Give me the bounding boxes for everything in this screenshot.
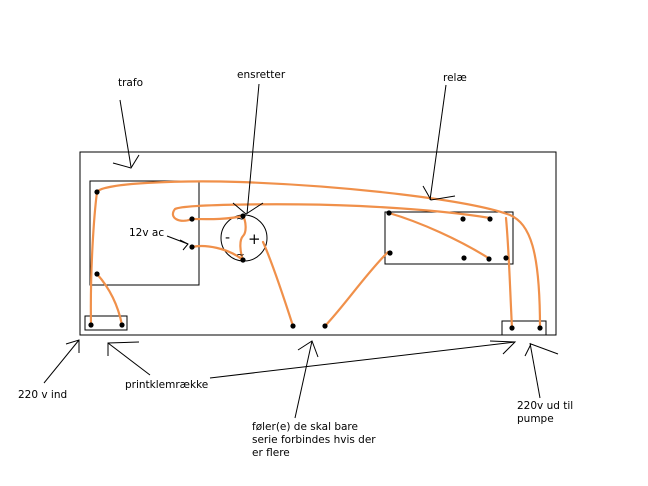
node-trafo-primary-bottom bbox=[94, 271, 100, 277]
pointers bbox=[43, 83, 559, 419]
rectifier-ac-mark-bottom: ~ bbox=[236, 249, 245, 261]
node-rectifier-top bbox=[240, 213, 246, 219]
node-trafo-primary-top bbox=[94, 189, 100, 195]
node-sensor-1 bbox=[290, 323, 296, 329]
wire-relay-internal bbox=[387, 211, 492, 261]
label-trafo: trafo bbox=[118, 77, 143, 89]
node-relay-3 bbox=[487, 216, 493, 222]
connection-points bbox=[88, 189, 543, 331]
rectifier-minus-mark: - bbox=[225, 230, 230, 246]
terminal-block-right bbox=[501, 320, 547, 336]
wire-rectifier-loop bbox=[239, 214, 247, 262]
relay-box bbox=[384, 211, 514, 265]
node-relay-4 bbox=[387, 250, 393, 256]
wire-trafo-inner-to-relay bbox=[171, 203, 492, 222]
wire-ac-bottom-to-rectifier bbox=[190, 244, 245, 262]
terminal-block-left bbox=[84, 315, 128, 331]
rectifier-plus-mark: + bbox=[248, 230, 261, 248]
trafo-box bbox=[89, 180, 200, 286]
label-sensor-line-2: serie forbindes hvis der bbox=[252, 434, 376, 446]
wire-trafo-lower-to-terminal bbox=[95, 272, 124, 327]
pointer-220v-ind bbox=[43, 339, 80, 384]
label-relae: relæ bbox=[443, 72, 467, 84]
node-terminal-out-2 bbox=[537, 325, 543, 331]
node-relay-6 bbox=[486, 256, 492, 262]
pointer-sensor bbox=[294, 340, 313, 419]
wire-trafo-left-to-terminal bbox=[89, 190, 99, 327]
pointer-relae bbox=[429, 84, 447, 201]
node-terminal-in-1 bbox=[88, 322, 94, 328]
node-sensor-2 bbox=[322, 323, 328, 329]
pointer-trafo bbox=[119, 99, 132, 168]
node-trafo-secondary-top bbox=[189, 216, 195, 222]
label-sensor-line-3: er flere bbox=[252, 447, 290, 459]
label-220v-ind: 220 v ind bbox=[18, 389, 67, 401]
wires bbox=[89, 180, 542, 330]
node-relay-1 bbox=[386, 210, 392, 216]
pointer-terminal-left bbox=[107, 342, 151, 376]
label-pump-out-line-2: pumpe bbox=[517, 413, 554, 425]
label-pump-out-line-1: 220v ud til bbox=[517, 400, 573, 412]
rectifier-ac-mark-top: ~ bbox=[236, 213, 245, 225]
label-ensretter: ensretter bbox=[237, 69, 286, 81]
node-terminal-out-1 bbox=[509, 325, 515, 331]
node-relay-2 bbox=[460, 216, 466, 222]
wire-rectifier-to-sensor bbox=[261, 240, 295, 328]
pointer-pump-out bbox=[529, 342, 541, 399]
wire-relay-to-pump-terminal bbox=[504, 216, 514, 330]
wire-ac-top-to-rectifier bbox=[190, 214, 245, 221]
label-sensor-line-1: føler(e) de skal bare bbox=[252, 421, 358, 433]
label-12v-ac: 12v ac bbox=[129, 227, 164, 239]
wire-trafo-to-pump-outer bbox=[95, 180, 542, 330]
node-rectifier-bottom bbox=[240, 257, 246, 263]
node-terminal-in-2 bbox=[119, 322, 125, 328]
pointer-terminal-right bbox=[209, 341, 516, 379]
pointer-ensretter bbox=[246, 83, 260, 215]
enclosure-outline bbox=[79, 151, 557, 336]
wire-relay-to-sensor bbox=[323, 250, 390, 328]
label-printklemraekke: printklemrække bbox=[125, 379, 208, 391]
node-trafo-secondary-bottom bbox=[189, 244, 195, 250]
node-relay-7 bbox=[503, 255, 509, 261]
node-relay-5 bbox=[461, 255, 467, 261]
